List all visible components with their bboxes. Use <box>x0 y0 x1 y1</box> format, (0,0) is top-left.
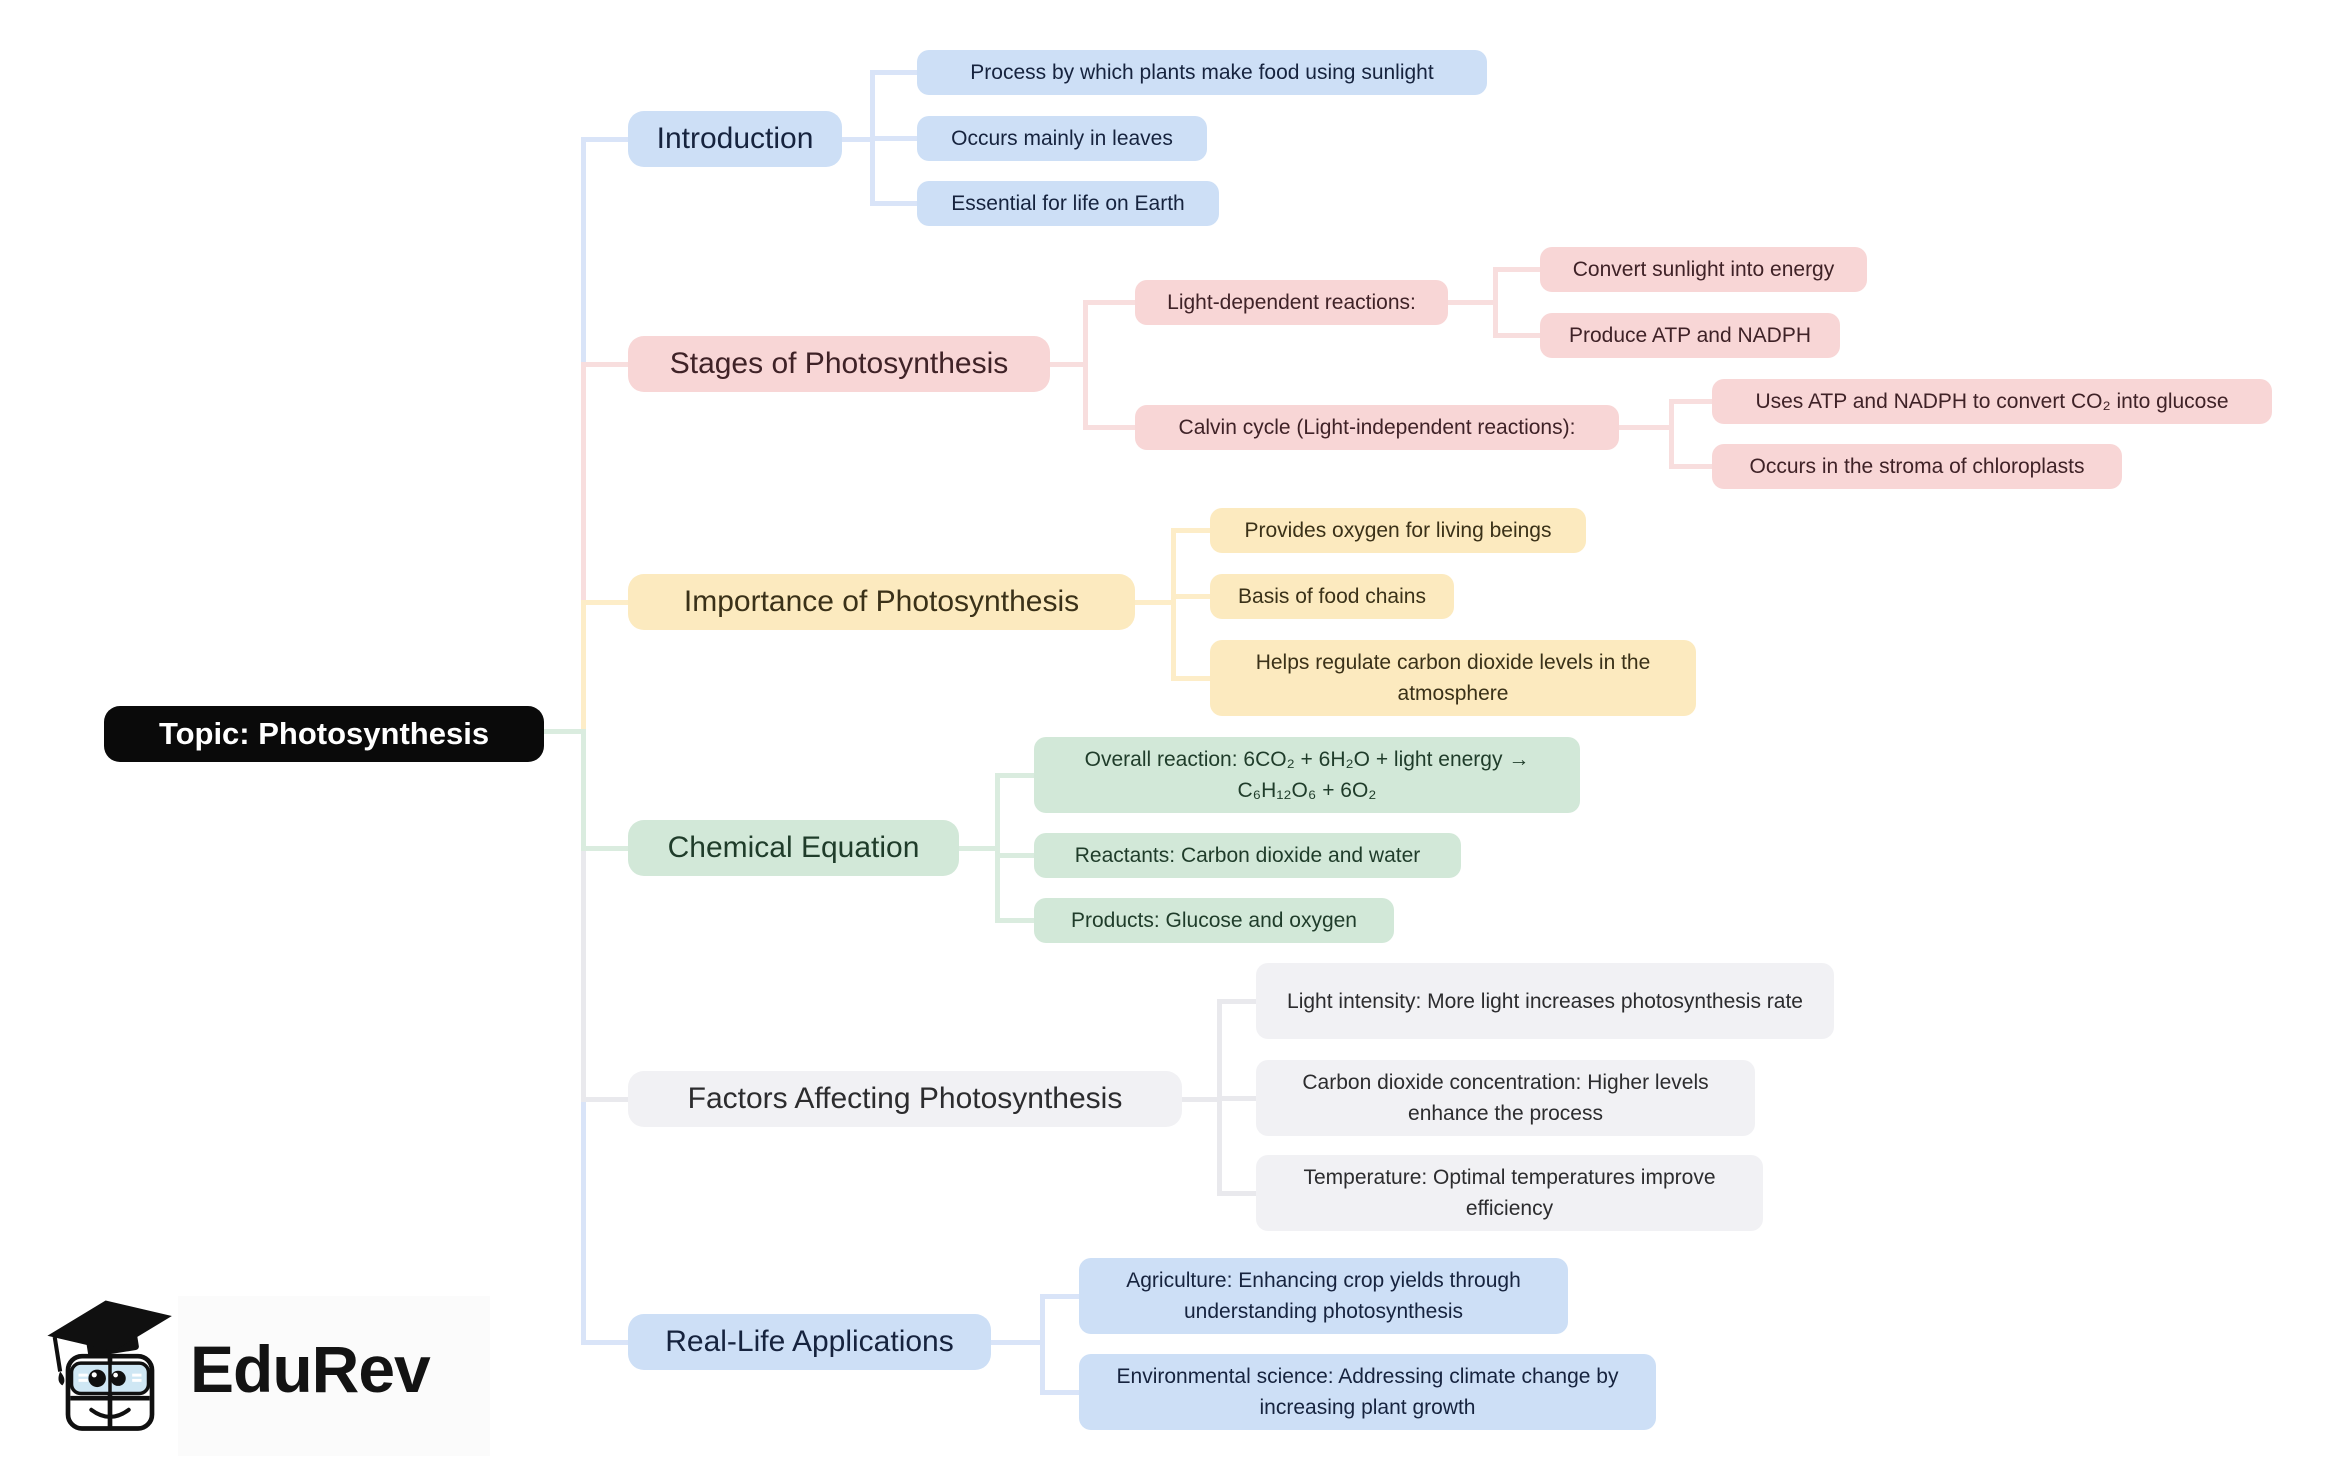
connector-chemical-c2 <box>995 853 1034 858</box>
leaf-calvin-cycle: Calvin cycle (Light-independent reaction… <box>1135 405 1619 450</box>
connector-chemical-c1 <box>995 773 1034 778</box>
connector-trunk-introduction <box>581 137 586 364</box>
connector-introduction-c2 <box>870 136 917 141</box>
connector-stages-c2 <box>1083 425 1135 430</box>
root-node-topic: Topic: Photosynthesis <box>104 706 544 762</box>
branch-chemical-equation: Chemical Equation <box>628 820 959 876</box>
connector-trunk-chemical <box>581 729 586 848</box>
leaf-importance-2: Basis of food chains <box>1210 574 1454 619</box>
leaf-overall-reaction: Overall reaction: 6CO₂ + 6H₂O + light en… <box>1034 737 1580 813</box>
leaf-reactants: Reactants: Carbon dioxide and water <box>1034 833 1461 878</box>
connector-stages-c1 <box>1083 300 1135 305</box>
connector-introduction-c1 <box>870 70 917 75</box>
connector-chemical-c3 <box>995 918 1034 923</box>
connector-trunk-factors <box>581 848 586 1099</box>
connector-light-dependent-rail <box>1493 267 1498 338</box>
connector-trunk-importance <box>581 602 586 734</box>
leaf-environmental-science: Environmental science: Addressing climat… <box>1079 1354 1656 1430</box>
connector-factors-out <box>1182 1097 1222 1102</box>
leaf-occurs-in-stroma: Occurs in the stroma of chloroplasts <box>1712 444 2122 489</box>
leaf-importance-3: Helps regulate carbon dioxide levels in … <box>1210 640 1696 716</box>
leaf-introduction-1: Process by which plants make food using … <box>917 50 1487 95</box>
connector-factors-c2 <box>1217 1096 1256 1101</box>
leaf-temperature: Temperature: Optimal temperatures improv… <box>1256 1155 1763 1231</box>
branch-stages-of-photosynthesis: Stages of Photosynthesis <box>628 336 1050 392</box>
connector-stages-out <box>1050 362 1088 367</box>
leaf-co2-concentration: Carbon dioxide concentration: Higher lev… <box>1256 1060 1755 1136</box>
edurev-graduation-cap-books-icon <box>47 1300 172 1431</box>
connector-importance-out <box>1135 600 1176 605</box>
leaf-uses-atp-nadph: Uses ATP and NADPH to convert CO₂ into g… <box>1712 379 2272 424</box>
leaf-agriculture: Agriculture: Enhancing crop yields throu… <box>1079 1258 1568 1334</box>
leaf-light-dependent-reactions: Light-dependent reactions: <box>1135 280 1448 325</box>
leaf-products: Products: Glucose and oxygen <box>1034 898 1394 943</box>
leaf-introduction-2: Occurs mainly in leaves <box>917 116 1207 161</box>
connector-stub-chemical <box>581 846 633 851</box>
edurev-logo: EduRev <box>40 1295 431 1443</box>
connector-light-dependent-g2 <box>1493 333 1540 338</box>
edurev-logo-text: EduRev <box>190 1332 431 1406</box>
connector-stub-importance <box>581 600 633 605</box>
logo-backdrop <box>178 1296 490 1456</box>
connector-factors-c3 <box>1217 1191 1256 1196</box>
connector-calvin-rail <box>1669 399 1674 469</box>
leaf-importance-1: Provides oxygen for living beings <box>1210 508 1586 553</box>
leaf-convert-sunlight: Convert sunlight into energy <box>1540 247 1867 292</box>
connector-chemical-rail <box>995 773 1000 923</box>
connector-stub-stages <box>581 362 633 367</box>
connector-stub-real-life <box>581 1340 633 1345</box>
connector-real-life-rail <box>1040 1294 1045 1395</box>
branch-real-life-applications: Real-Life Applications <box>628 1314 991 1370</box>
connector-real-life-out <box>991 1340 1045 1345</box>
connector-light-dependent-g1 <box>1493 267 1540 272</box>
connector-factors-c1 <box>1217 999 1256 1004</box>
connector-calvin-g1 <box>1669 399 1712 404</box>
connector-stub-factors <box>581 1097 633 1102</box>
connector-importance-c2 <box>1171 594 1210 599</box>
connector-root-stub <box>544 729 586 734</box>
connector-real-life-c2 <box>1040 1390 1079 1395</box>
branch-factors-affecting-photosynthesis: Factors Affecting Photosynthesis <box>628 1071 1182 1127</box>
connector-trunk-stages <box>581 364 586 602</box>
connector-introduction-c3 <box>870 201 917 206</box>
connector-trunk-real-life <box>581 1099 586 1345</box>
leaf-light-intensity: Light intensity: More light increases ph… <box>1256 963 1834 1039</box>
connector-stub-introduction <box>581 137 633 142</box>
branch-importance-of-photosynthesis: Importance of Photosynthesis <box>628 574 1135 630</box>
leaf-introduction-3: Essential for life on Earth <box>917 181 1219 226</box>
leaf-produce-atp-nadph: Produce ATP and NADPH <box>1540 313 1840 358</box>
connector-importance-rail <box>1171 528 1176 681</box>
connector-introduction-out <box>842 137 875 142</box>
connector-stages-rail <box>1083 300 1088 430</box>
connector-importance-c3 <box>1171 676 1210 681</box>
connector-chemical-out <box>959 846 1000 851</box>
connector-importance-c1 <box>1171 528 1210 533</box>
connector-calvin-g2 <box>1669 464 1712 469</box>
connector-calvin-out <box>1619 425 1674 430</box>
connector-light-dependent-out <box>1448 300 1498 305</box>
connector-real-life-c1 <box>1040 1294 1079 1299</box>
branch-introduction: Introduction <box>628 111 842 167</box>
